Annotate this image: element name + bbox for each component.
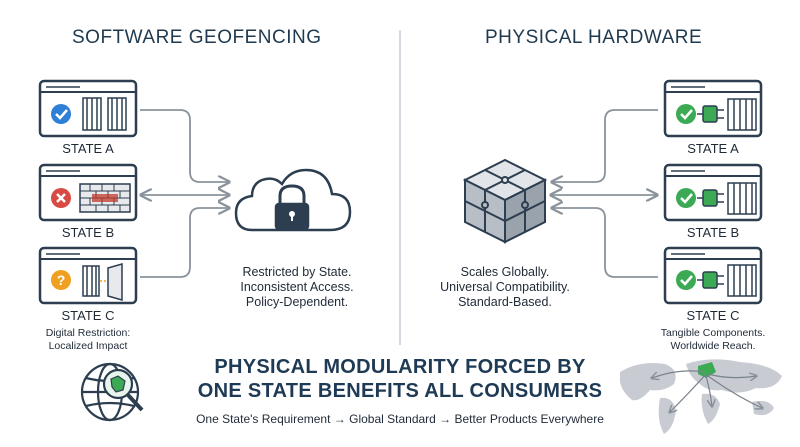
- right-title: PHYSICAL HARDWARE: [485, 27, 703, 48]
- firewall-icon: [79, 183, 131, 213]
- svg-text:?: ?: [57, 272, 66, 288]
- right-state-c-label: STATE C: [686, 308, 740, 323]
- gate-icon: [82, 97, 127, 131]
- left-footnote: Digital Restriction: Localized Impact: [45, 327, 131, 352]
- plug-icon: [697, 271, 724, 289]
- right-state-a-label: STATE A: [687, 141, 739, 156]
- plug-icon: [697, 105, 724, 123]
- check-icon: [676, 104, 696, 124]
- right-window-state-a: [663, 79, 763, 138]
- lock-cloud-icon: [234, 168, 352, 232]
- puzzle-cube-icon: [462, 158, 548, 244]
- gate-icon: [82, 263, 123, 301]
- left-title: SOFTWARE GEOFENCING: [72, 27, 322, 48]
- right-state-b-label: STATE B: [686, 225, 740, 240]
- right-window-state-b: [663, 163, 763, 222]
- check-icon: [676, 270, 696, 290]
- right-window-state-c: [663, 246, 763, 305]
- right-description: Scales Globally. Universal Compatibility…: [440, 265, 570, 309]
- globe-magnifier-icon: [80, 362, 144, 422]
- left-window-state-b: [38, 163, 138, 222]
- left-window-state-c: ?: [38, 246, 138, 305]
- right-footnote: Tangible Components. Worldwide Reach.: [660, 327, 766, 352]
- check-icon: [676, 188, 696, 208]
- question-icon: [51, 270, 71, 290]
- left-description: Restricted by State. Inconsistent Access…: [240, 265, 354, 309]
- plug-icon: [697, 189, 724, 207]
- banner-tagline: One State's Requirement → Global Standar…: [196, 412, 604, 426]
- left-state-b-label: STATE B: [61, 225, 115, 240]
- left-state-a-label: STATE A: [62, 141, 114, 156]
- left-window-state-a: [38, 79, 138, 138]
- left-state-c-label: STATE C: [61, 308, 115, 323]
- right-arrows: [552, 109, 658, 278]
- world-map-icon: [620, 359, 782, 434]
- check-icon: [51, 104, 71, 124]
- left-arrows: [140, 109, 228, 278]
- banner-headline: PHYSICAL MODULARITY FORCED BY ONE STATE …: [197, 356, 603, 402]
